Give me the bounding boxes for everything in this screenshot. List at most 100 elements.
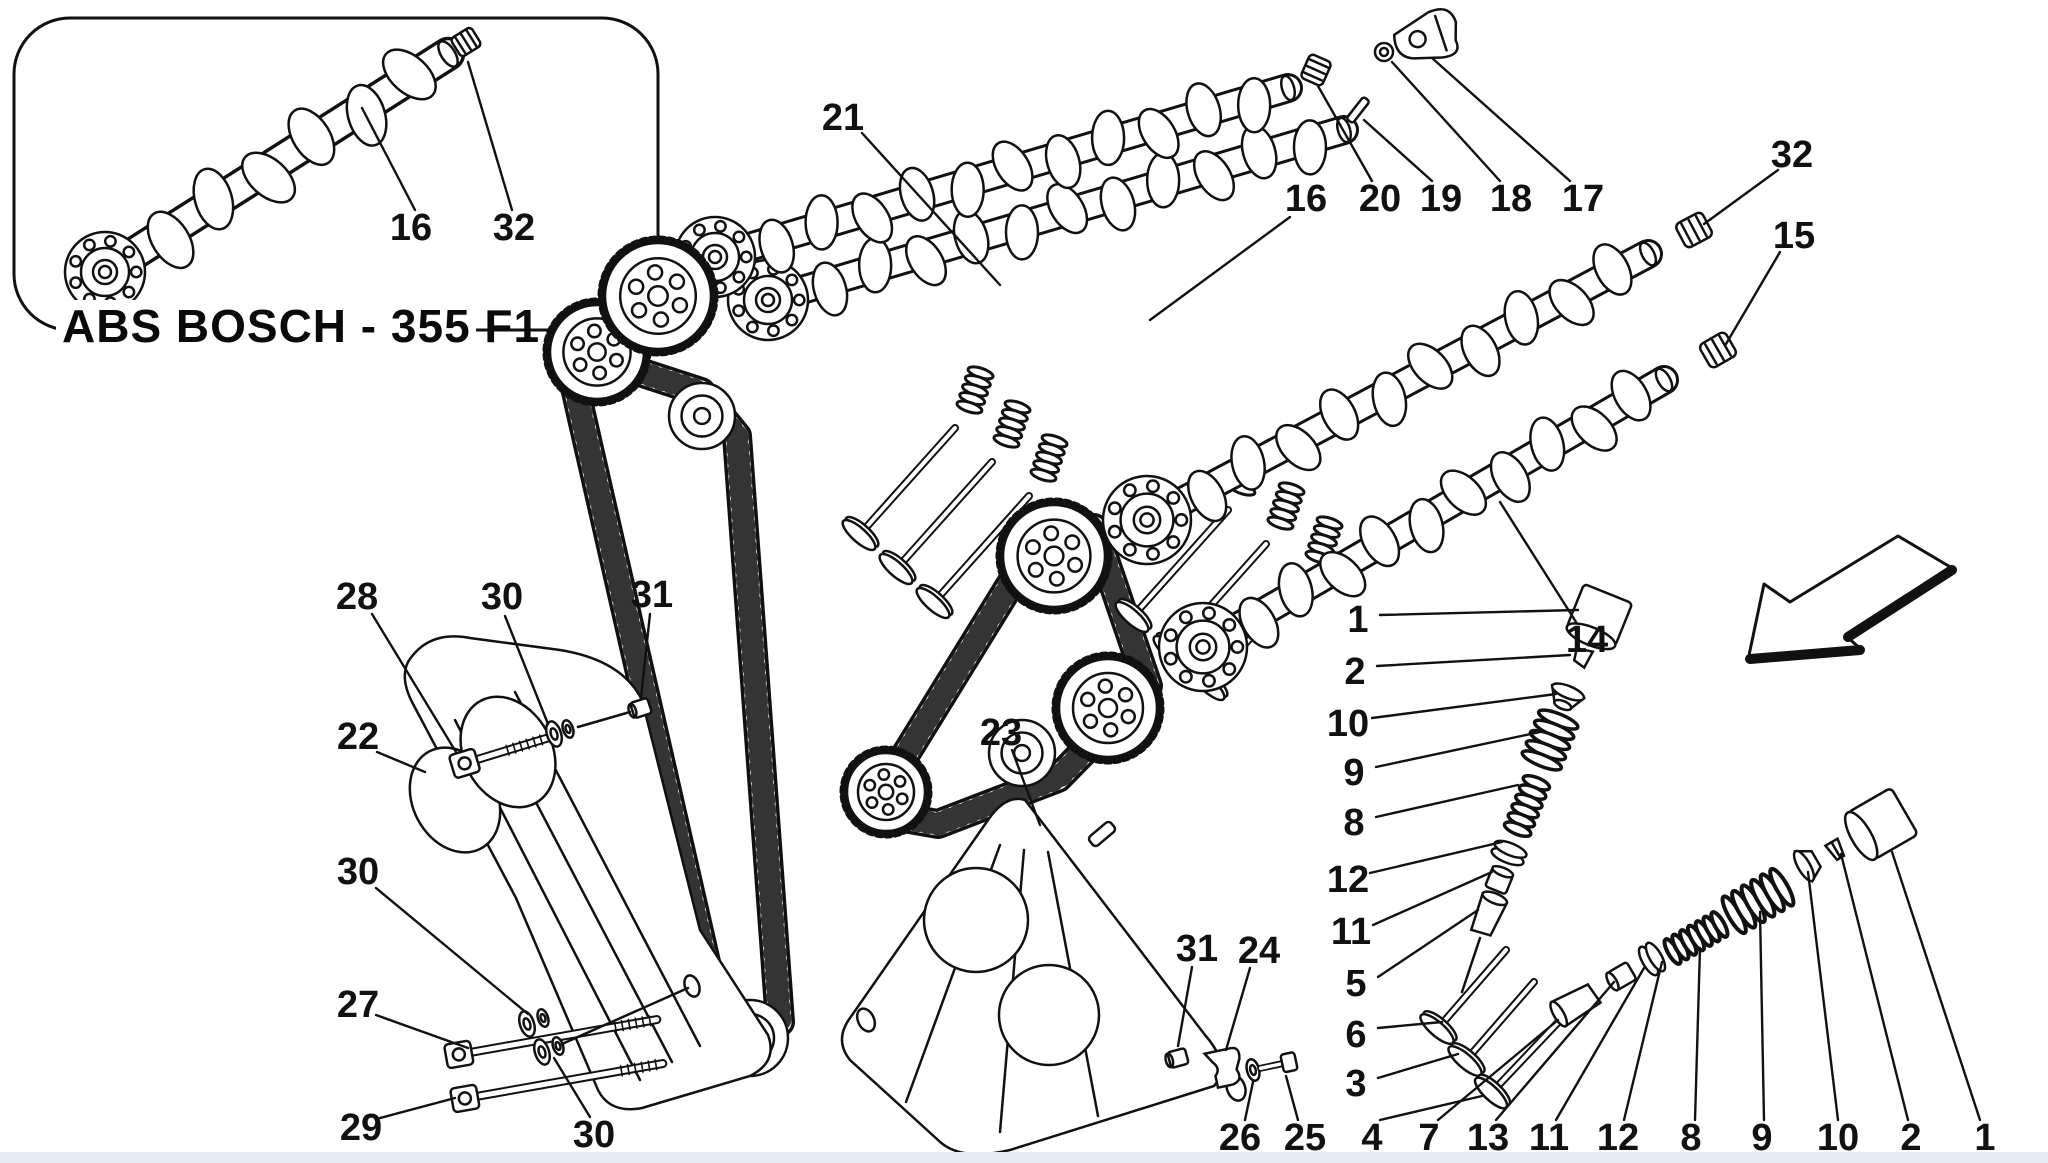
callout-10-26: 10	[1327, 703, 1369, 745]
cam-lobe	[146, 210, 195, 270]
valve-assembly-diagonal	[1473, 788, 1918, 1110]
leader-line-17-7	[1430, 56, 1572, 183]
cam-lobe	[287, 107, 336, 166]
cam-lobe	[1230, 435, 1266, 491]
callout-20-4: 20	[1359, 178, 1401, 220]
cotters-2	[1823, 836, 1846, 862]
leader-line-28-11	[370, 612, 458, 754]
cam-lobe	[991, 140, 1034, 192]
timing-cover-23	[840, 797, 1247, 1156]
valve-3	[1447, 978, 1538, 1077]
leader-line-24-21	[1224, 966, 1252, 1052]
callout-2-42: 2	[1900, 1117, 1921, 1159]
leader-line-4-34	[1378, 1094, 1484, 1122]
cam-lobe	[1275, 423, 1322, 472]
callout-16-0: 16	[390, 207, 432, 249]
cam-lobe	[381, 48, 437, 101]
pin-19	[1346, 96, 1370, 124]
cam-lobe	[1277, 562, 1314, 618]
leader-line-16-3	[1148, 215, 1292, 322]
cam-pulley-right-2	[1051, 651, 1165, 765]
callout-30-12: 30	[481, 576, 523, 618]
retainer-10	[1550, 682, 1587, 712]
cam-lobe	[1192, 150, 1236, 202]
callout-27-16: 27	[337, 984, 379, 1026]
leader-line-8-39	[1693, 946, 1702, 1122]
valve-spring-1	[1266, 481, 1306, 531]
cam-lobe	[1489, 451, 1531, 504]
leader-line-16-0	[360, 106, 417, 212]
callout-24-21: 24	[1238, 930, 1280, 972]
callout-30-15: 30	[337, 851, 379, 893]
cam-lobe	[1439, 469, 1488, 516]
callout-32-8: 32	[1771, 134, 1813, 176]
camshaft-16-right	[1101, 239, 1663, 566]
leader-line-30-12	[503, 614, 550, 726]
cam-lobe	[811, 261, 849, 317]
cover-opening	[922, 866, 1030, 974]
cap-17	[1392, 7, 1459, 60]
cover-stud	[1087, 820, 1117, 848]
camshaft-21	[673, 73, 1303, 299]
callout-4-34: 4	[1361, 1117, 1382, 1159]
callout-15-9: 15	[1773, 215, 1815, 257]
callout-5-31: 5	[1345, 963, 1366, 1005]
footer-strip	[0, 1152, 2048, 1163]
leader-line-1-24	[1378, 608, 1580, 617]
hidden-valve-0	[1114, 506, 1232, 634]
callout-22-14: 22	[337, 716, 379, 758]
leader-line-31-13	[639, 612, 652, 700]
cam-lobe	[1185, 82, 1222, 138]
leader-line-10-26	[1370, 692, 1558, 720]
cam-lobe	[758, 218, 796, 274]
leader-line-2-25	[1375, 653, 1572, 668]
leader-line-31-20	[1176, 965, 1194, 1048]
cam-lobe	[241, 151, 297, 204]
cam-lobe	[1292, 119, 1328, 176]
tappet-1	[1565, 583, 1633, 651]
spring-seat-12	[1490, 839, 1528, 867]
cam-lobe	[1407, 342, 1454, 390]
callout-7-35: 7	[1418, 1117, 1439, 1159]
leader-line-3-33	[1376, 1052, 1460, 1080]
middle-camshafts-group	[673, 7, 1459, 342]
leader-line-29-17	[378, 1096, 457, 1120]
cam-lobe	[1236, 77, 1272, 134]
cam-lobe	[1137, 107, 1180, 160]
callout-32-1: 32	[493, 207, 535, 249]
leader-line-9-27	[1374, 730, 1542, 769]
plug-32-inset	[450, 26, 482, 58]
ring-18	[1373, 41, 1395, 63]
bolt-29	[449, 1059, 668, 1114]
leader-line-25-23	[1284, 1074, 1300, 1122]
inset-caption-text: ABS BOSCH - 355 F1	[62, 300, 540, 352]
leader-line-15-9	[1724, 250, 1782, 346]
valve-spring-1	[992, 399, 1032, 449]
callout-23-19: 23	[980, 712, 1022, 754]
callout-14-10: 14	[1566, 619, 1608, 661]
cam-lobe	[1044, 134, 1082, 190]
clamp-24	[1202, 1046, 1241, 1090]
shim-2	[1572, 646, 1595, 670]
valve-spring-cluster-middle	[841, 365, 1069, 620]
leader-line-11-30	[1371, 870, 1494, 927]
outer-spring-9	[1720, 866, 1796, 936]
washer	[517, 1010, 537, 1038]
cam-lobe	[857, 236, 893, 294]
hidden-valve-0	[841, 424, 959, 552]
callout-6-32: 6	[1345, 1014, 1366, 1056]
leader-line-20-4	[1316, 84, 1374, 183]
cam-lobe	[1371, 371, 1408, 428]
leader-line-12-38	[1622, 960, 1664, 1122]
cam-pulley-left-2	[597, 235, 719, 357]
leader-line-1-43	[1890, 850, 1982, 1122]
callout-3-33: 3	[1345, 1063, 1366, 1105]
cam-pulley-right-1	[995, 497, 1113, 615]
leader-line-13-36	[1494, 980, 1616, 1122]
leader-line-27-16	[374, 1013, 470, 1050]
diagram-artwork	[12, 7, 1957, 1156]
leader-line-21-2	[860, 131, 1002, 287]
cam-lobe	[1503, 289, 1540, 346]
